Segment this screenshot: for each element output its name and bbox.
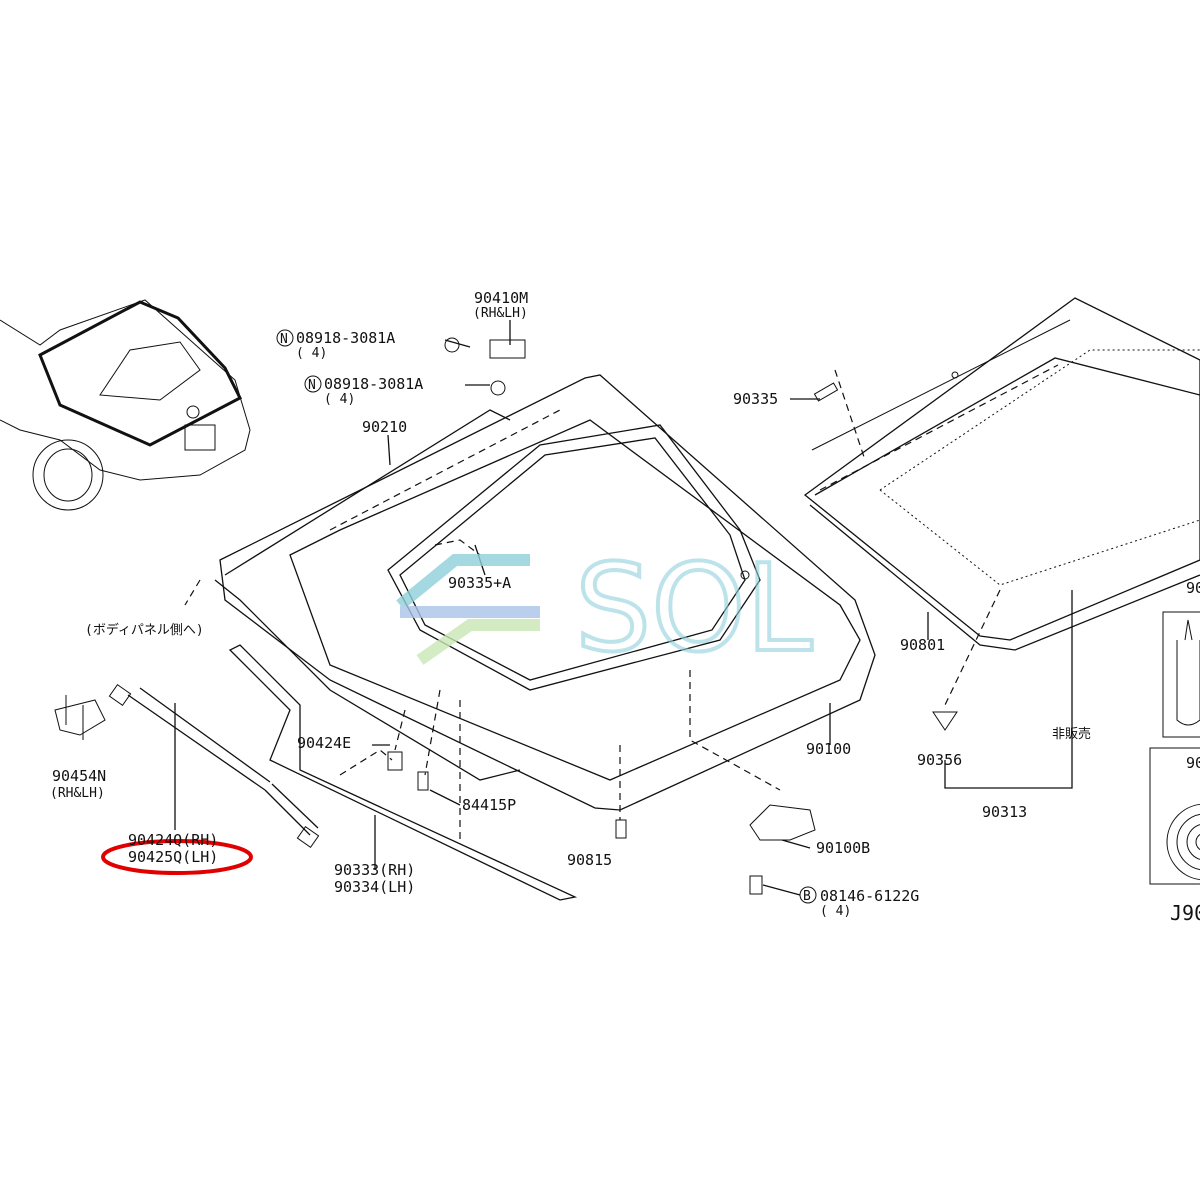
label-striker: 90100B bbox=[816, 839, 870, 857]
part-labels: 90410M (RH&LH) N 08918-3081A ( 4) N 0891… bbox=[50, 289, 1200, 925]
watermark-text: SOL bbox=[575, 540, 813, 679]
label-stay-rh: 90424Q(RH) bbox=[128, 831, 218, 849]
label-mould-lh: 90334(LH) bbox=[334, 878, 415, 896]
leader-lines bbox=[174, 320, 1073, 896]
label-clip-90815: 90815 bbox=[567, 851, 612, 869]
label-nut2-qty: ( 4) bbox=[324, 392, 355, 407]
label-bracket-side: (RH&LH) bbox=[50, 786, 105, 801]
label-back-door: 90100 bbox=[806, 740, 851, 758]
label-hinge-side: (RH&LH) bbox=[473, 306, 528, 321]
label-seal-top: 90335 bbox=[733, 390, 778, 408]
small-parts bbox=[387, 337, 958, 895]
label-glass-seal: 90801 bbox=[900, 636, 945, 654]
label-bracket: 90454N bbox=[52, 767, 106, 785]
label-nut1-qty: ( 4) bbox=[296, 346, 327, 361]
label-bolt: 08146-6122G bbox=[820, 887, 919, 905]
label-nut2: 08918-3081A bbox=[324, 375, 423, 393]
watermark: SOL bbox=[396, 538, 815, 681]
label-nut2-prefix: N bbox=[308, 378, 316, 393]
tape-box bbox=[1149, 747, 1200, 885]
label-fastener: 90356 bbox=[917, 751, 962, 769]
moulding bbox=[228, 644, 578, 901]
label-cut-1: 90 bbox=[1186, 579, 1200, 597]
car-thumbnail bbox=[0, 299, 251, 511]
label-cut-2: 90 bbox=[1186, 754, 1200, 772]
label-bolt-qty: ( 4) bbox=[820, 904, 851, 919]
label-hinge: 90410M bbox=[474, 289, 528, 307]
label-weatherstrip: 90210 bbox=[362, 418, 407, 436]
sealant-box bbox=[1162, 611, 1200, 738]
gas-stay bbox=[54, 683, 320, 849]
label-nut1: 08918-3081A bbox=[296, 329, 395, 347]
label-bolt-prefix: B bbox=[803, 889, 811, 904]
label-glass-assy: 90313 bbox=[982, 803, 1027, 821]
label-body-panel: (ボディパネル側へ) bbox=[85, 622, 204, 638]
label-mould-rh: 90333(RH) bbox=[334, 861, 415, 879]
label-seal-a: 90335+A bbox=[448, 574, 511, 592]
label-clip-p: 84415P bbox=[462, 796, 516, 814]
label-stay-lh: 90425Q(LH) bbox=[128, 848, 218, 866]
back-door-panel bbox=[214, 374, 876, 811]
rear-glass bbox=[803, 297, 1200, 651]
highlight-ellipse bbox=[101, 839, 253, 875]
label-nut1-prefix: N bbox=[280, 332, 288, 347]
label-not-sold: 非販売 bbox=[1052, 726, 1091, 742]
label-clip-e: 90424E bbox=[297, 734, 351, 752]
label-cut-3: J90 bbox=[1170, 901, 1200, 925]
